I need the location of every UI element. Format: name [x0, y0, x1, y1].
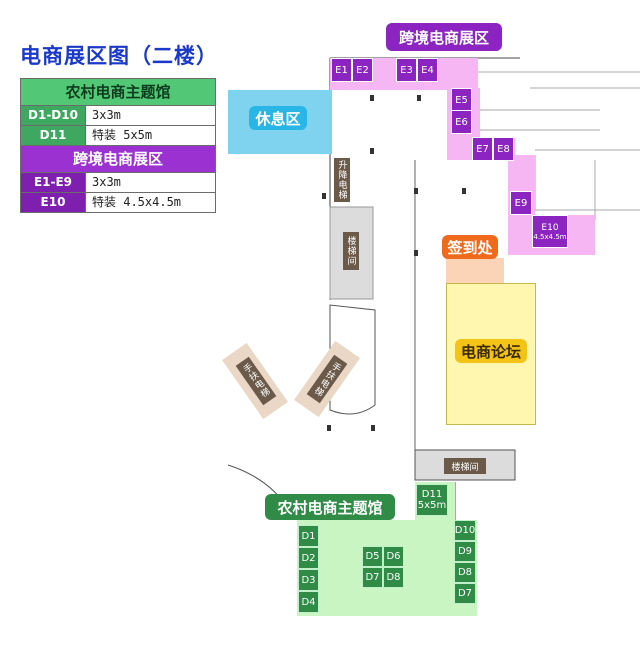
legend-value: 3x3m	[85, 106, 215, 125]
stairs-label: 楼梯间	[343, 232, 359, 270]
legend-row: D1-D10 3x3m	[21, 105, 215, 125]
booth-e5[interactable]: E5	[451, 88, 472, 112]
legend: 农村电商主题馆 D1-D10 3x3m D11 特装 5x5m 跨境电商展区 E…	[20, 78, 216, 213]
booth-d4[interactable]: D4	[298, 591, 319, 613]
booth-e9[interactable]: E9	[510, 191, 532, 215]
booth-d7-right[interactable]: D7	[454, 583, 476, 604]
booth-e10[interactable]: E10 4.5x4.5m	[532, 215, 568, 248]
legend-cross-heading: 跨境电商展区	[21, 145, 215, 172]
legend-value: 特装 5x5m	[85, 126, 215, 145]
legend-key: D1-D10	[21, 106, 85, 125]
booth-e6[interactable]: E6	[451, 110, 472, 134]
legend-key: E10	[21, 193, 85, 212]
legend-value: 特装 4.5x4.5m	[85, 193, 215, 212]
legend-row: E1-E9 3x3m	[21, 172, 215, 192]
booth-d10[interactable]: D10	[454, 520, 476, 541]
signin-callout: 签到处	[442, 235, 498, 259]
map-title: 电商展区图（二楼）	[20, 44, 218, 68]
booth-d7[interactable]: D7	[362, 567, 383, 588]
booth-d8-right[interactable]: D8	[454, 562, 476, 583]
legend-key: E1-E9	[21, 173, 85, 192]
booth-d9[interactable]: D9	[454, 541, 476, 562]
booth-label: D11	[421, 489, 443, 500]
booth-size: 5x5m	[417, 500, 447, 511]
booth-e8[interactable]: E8	[493, 137, 514, 161]
legend-rural-heading: 农村电商主题馆	[21, 79, 215, 105]
booth-e2[interactable]: E2	[352, 58, 373, 82]
booth-d8[interactable]: D8	[383, 567, 404, 588]
booth-d5[interactable]: D5	[362, 546, 383, 567]
rural-callout: 农村电商主题馆	[265, 494, 395, 520]
booth-d2[interactable]: D2	[298, 547, 319, 569]
booth-e1[interactable]: E1	[331, 58, 352, 82]
booth-size: 4.5x4.5m	[533, 232, 567, 241]
legend-row: E10 特装 4.5x4.5m	[21, 192, 215, 212]
booth-d3[interactable]: D3	[298, 569, 319, 591]
booth-d1[interactable]: D1	[298, 525, 319, 547]
stairs-label: 楼梯间	[444, 458, 486, 474]
booth-e4[interactable]: E4	[417, 58, 438, 82]
cross-border-callout: 跨境电商展区	[386, 23, 502, 51]
booth-d11[interactable]: D11 5x5m	[416, 484, 448, 516]
forum-callout: 电商论坛	[455, 339, 527, 363]
booth-label: E10	[541, 222, 559, 233]
booth-d6[interactable]: D6	[383, 546, 404, 567]
signin-area	[446, 258, 504, 283]
elevator-label: 升降电梯	[334, 158, 350, 202]
rest-area-callout: 休息区	[249, 106, 307, 130]
legend-value: 3x3m	[85, 173, 215, 192]
booth-e7[interactable]: E7	[472, 137, 493, 161]
legend-key: D11	[21, 126, 85, 145]
booth-e3[interactable]: E3	[396, 58, 417, 82]
legend-row: D11 特装 5x5m	[21, 125, 215, 145]
